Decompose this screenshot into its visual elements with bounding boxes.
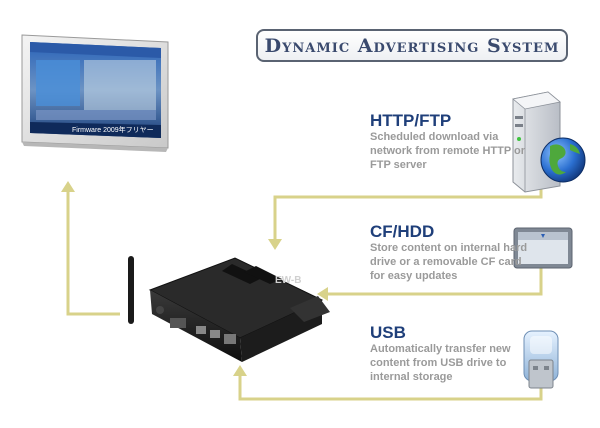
section-heading-usb: USB bbox=[370, 323, 406, 342]
arrowhead-usb bbox=[233, 365, 247, 376]
display-ticker-text: Firmware 2009年フリヤー bbox=[72, 125, 154, 134]
device-brand-label: EW-B bbox=[275, 275, 301, 286]
arrowhead-display bbox=[61, 181, 75, 192]
cf-card-icon bbox=[513, 227, 573, 269]
lcd-display bbox=[21, 34, 169, 152]
section-description-http-ftp: Scheduled download via network from remo… bbox=[370, 131, 526, 171]
arrowhead-http bbox=[268, 239, 282, 250]
section-heading-http-ftp: HTTP/FTP bbox=[370, 111, 452, 130]
section-description-usb: Automatically transfer new content from … bbox=[370, 343, 511, 383]
section-heading-cf-hdd: CF/HDD bbox=[370, 222, 435, 241]
usb-drive-icon bbox=[523, 330, 559, 389]
diagram-title: Dynamic Advertising System bbox=[264, 34, 560, 57]
arrow-device-to-display bbox=[66, 190, 120, 316]
flow-arrows bbox=[66, 188, 543, 401]
section-description-cf-hdd: Store content on internal hard drive or … bbox=[370, 242, 528, 282]
arrow-usb-to-device bbox=[238, 374, 543, 401]
arrow-heads bbox=[61, 181, 328, 376]
arrow-cf-to-device bbox=[326, 262, 543, 296]
server-globe-icon bbox=[512, 91, 586, 193]
antenna-left bbox=[128, 256, 134, 324]
media-player-device bbox=[128, 256, 330, 362]
arrow-http-to-device bbox=[273, 188, 543, 240]
title-box: Dynamic Advertising System bbox=[256, 29, 568, 62]
arrowhead-cf bbox=[317, 287, 328, 301]
